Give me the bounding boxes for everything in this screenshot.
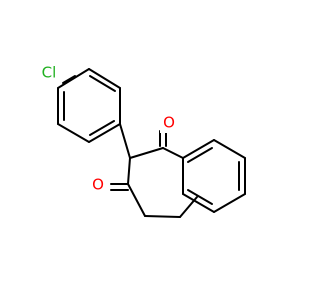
bond-chiral-carbon-to-ketone-1 (129, 147, 164, 159)
bond-aryl-3 (88, 123, 121, 143)
bond-chiral-carbon-to-ketone-2 (127, 157, 131, 185)
atom-label-oxygen-1: O (163, 114, 175, 132)
bond-ketone-2-to-ch2 (127, 183, 146, 217)
bond-benzo-1 (182, 139, 215, 159)
bond-ketone-1-to-benzo (162, 147, 184, 159)
atom-label-oxygen-2: O (92, 176, 104, 194)
atom-label-cl: Cl (42, 64, 57, 82)
bond-benzo-2 (213, 139, 246, 159)
chemical-structure-diagram: Cl O O (36, 62, 246, 218)
bond-benzo-4 (213, 193, 246, 213)
o2-label-background (89, 175, 107, 195)
bond-ch2-ch2 (144, 215, 181, 218)
bond-aryl-4 (57, 123, 90, 143)
bond-aryl-1-inner (89, 75, 116, 92)
atom-labels: Cl O O (36, 62, 178, 195)
bond-aryl-to-chiral-carbon (119, 123, 131, 159)
bond-aryl-1 (88, 68, 121, 89)
bonds (57, 68, 246, 218)
bond-benzo-1-inner (187, 147, 213, 163)
o1-label-background (160, 113, 178, 133)
bond-aryl-3-inner (89, 120, 115, 136)
bond-aryl-6 (57, 68, 90, 89)
bond-benzo-5 (182, 193, 215, 213)
bond-cl-c1 (62, 75, 76, 84)
bond-benzo-5-inner (187, 189, 213, 205)
cl-label-background (36, 62, 62, 84)
